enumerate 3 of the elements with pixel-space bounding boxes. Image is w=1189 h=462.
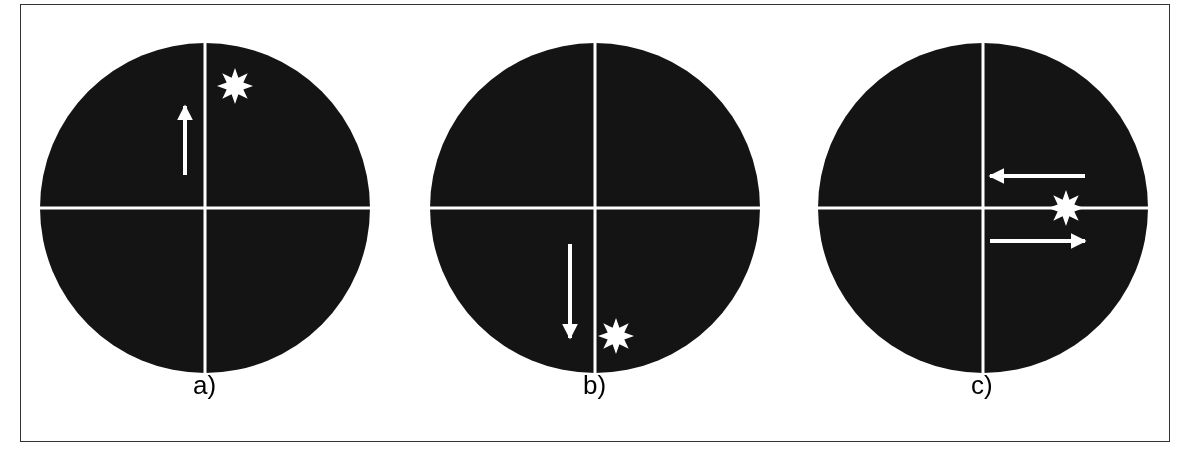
panel-label: b) xyxy=(583,372,607,398)
panel-label: a) xyxy=(193,372,217,398)
panel-label: c) xyxy=(971,372,993,398)
